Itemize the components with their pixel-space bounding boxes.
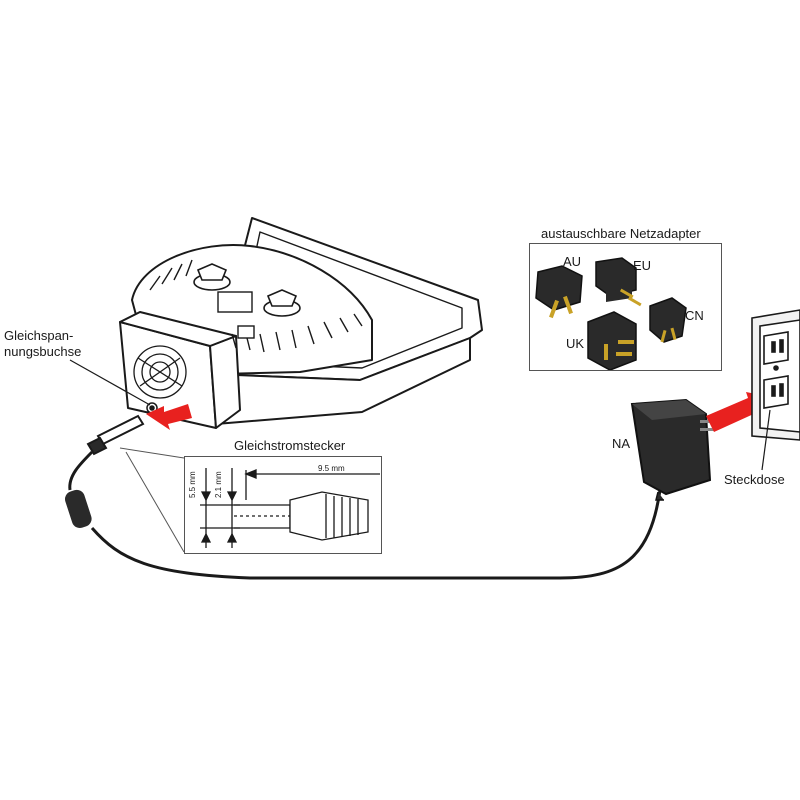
plug-uk-label: UK xyxy=(566,336,585,351)
fan-grille-icon xyxy=(133,345,187,399)
adjustment-knob-left-icon xyxy=(193,263,231,291)
dim-outer-label: 5.5 mm xyxy=(188,471,197,498)
microscope-base-icon xyxy=(119,217,483,429)
socket-leader-line xyxy=(69,359,151,406)
wall-outlet-label: Steckdose xyxy=(724,472,785,487)
housing-vents xyxy=(149,259,363,353)
plug-eu-icon xyxy=(595,257,642,307)
detail-leader-top xyxy=(119,447,185,459)
dim-inner-label: 2.1 mm xyxy=(214,471,223,498)
dc-socket-label-line1: Gleichspan- xyxy=(4,328,74,343)
dc-plug-title: Gleichstromstecker xyxy=(234,438,346,453)
plug-uk-icon xyxy=(587,311,637,371)
power-adapter-icon xyxy=(630,398,714,501)
socket-arrow-icon xyxy=(146,404,192,430)
dc-socket-label-line2: nungsbuchse xyxy=(4,344,82,359)
outlet-leader-line xyxy=(761,409,771,471)
plug-eu-label: EU xyxy=(633,258,652,273)
dc-plug-icon xyxy=(86,414,145,456)
dim-length-label: 9.5 mm xyxy=(318,464,345,473)
detail-leader-bottom xyxy=(125,451,185,553)
adapters-frame xyxy=(529,243,722,371)
plug-detail-frame xyxy=(184,456,382,554)
plug-au-icon xyxy=(535,265,583,319)
power-adapter-label: NA xyxy=(612,436,631,451)
plug-au-label: AU xyxy=(563,254,582,269)
main-cable xyxy=(90,489,662,580)
adjustment-knob-right-icon xyxy=(263,289,301,317)
adapters-title: austauschbare Netzadapter xyxy=(541,226,701,241)
wall-outlet-icon xyxy=(751,309,800,441)
plug-cable xyxy=(68,450,94,491)
plug-cn-icon xyxy=(649,297,687,343)
plug-cn-label: CN xyxy=(685,308,704,323)
ferrite-bead-icon xyxy=(65,489,92,529)
plug-detail-drawing xyxy=(200,468,380,548)
